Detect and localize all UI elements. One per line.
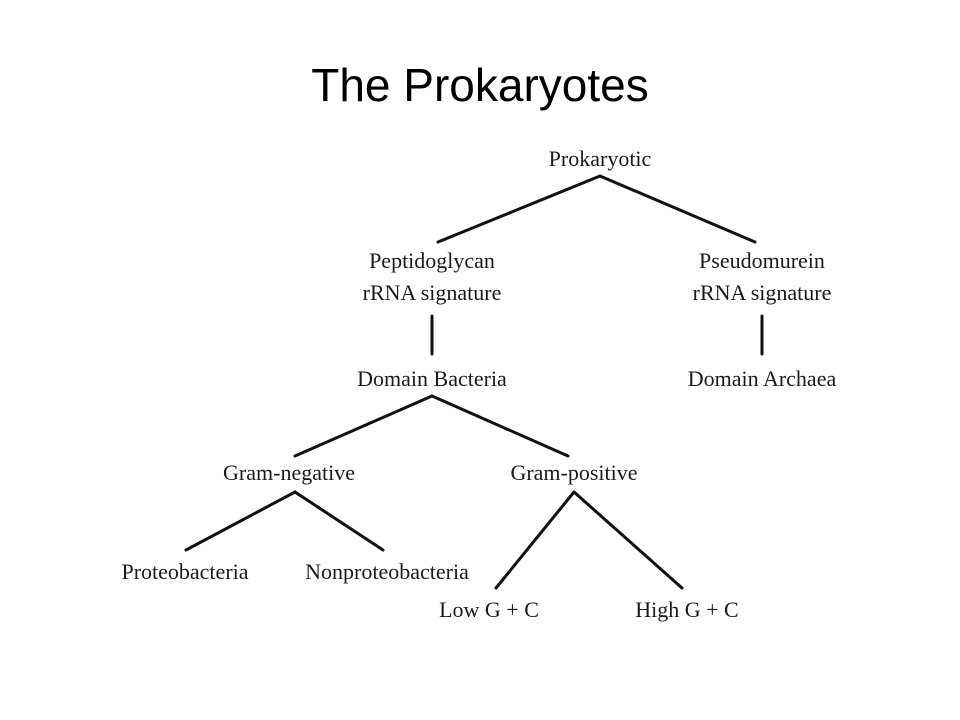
node-low-gc: Low G + C [439,597,539,622]
node-high-gc-line-1: High G + C [635,597,738,622]
edge-gram-negative-to-nonproteobacteria [293,490,385,552]
node-low-gc-line-1: Low G + C [439,597,539,622]
edge-gram-positive-to-low-gc [494,490,576,590]
node-pseudomurein-line-2: rRNA signature [693,280,832,305]
edge-gram-positive-to-high-gc [572,490,684,590]
node-archaea-line-1: Domain Archaea [688,366,837,391]
node-peptidoglycan: Peptidoglycan rRNA signature [363,248,502,305]
node-peptidoglycan-line-1: Peptidoglycan [369,248,495,273]
node-prokaryotic: Prokaryotic [549,146,652,171]
node-high-gc: High G + C [635,597,738,622]
edge-bacteria-to-gram-positive [430,394,570,458]
node-nonproteobacteria: Nonproteobacteria [305,559,469,584]
node-proteobacteria-line-1: Proteobacteria [121,559,248,584]
node-prokaryotic-line-1: Prokaryotic [549,146,652,171]
node-pseudomurein-line-1: Pseudomurein [699,248,825,273]
tree-edges [184,174,764,590]
node-peptidoglycan-line-2: rRNA signature [363,280,502,305]
node-archaea: Domain Archaea [688,366,837,391]
edge-bacteria-to-gram-negative [293,394,434,458]
node-proteobacteria: Proteobacteria [121,559,248,584]
node-nonproteobacteria-line-1: Nonproteobacteria [305,559,469,584]
page-title: The Prokaryotes [311,59,649,111]
node-gram-negative-line-1: Gram-negative [223,460,355,485]
node-gram-positive-line-1: Gram-positive [510,460,637,485]
node-gram-negative: Gram-negative [223,460,355,485]
node-bacteria-line-1: Domain Bacteria [357,366,507,391]
node-pseudomurein: Pseudomurein rRNA signature [693,248,832,305]
edge-gram-negative-to-proteobacteria [184,490,297,552]
node-gram-positive: Gram-positive [510,460,637,485]
edge-prokaryotic-to-pseudomurein [598,174,757,244]
node-bacteria: Domain Bacteria [357,366,507,391]
edge-prokaryotic-to-peptidoglycan [436,174,602,244]
